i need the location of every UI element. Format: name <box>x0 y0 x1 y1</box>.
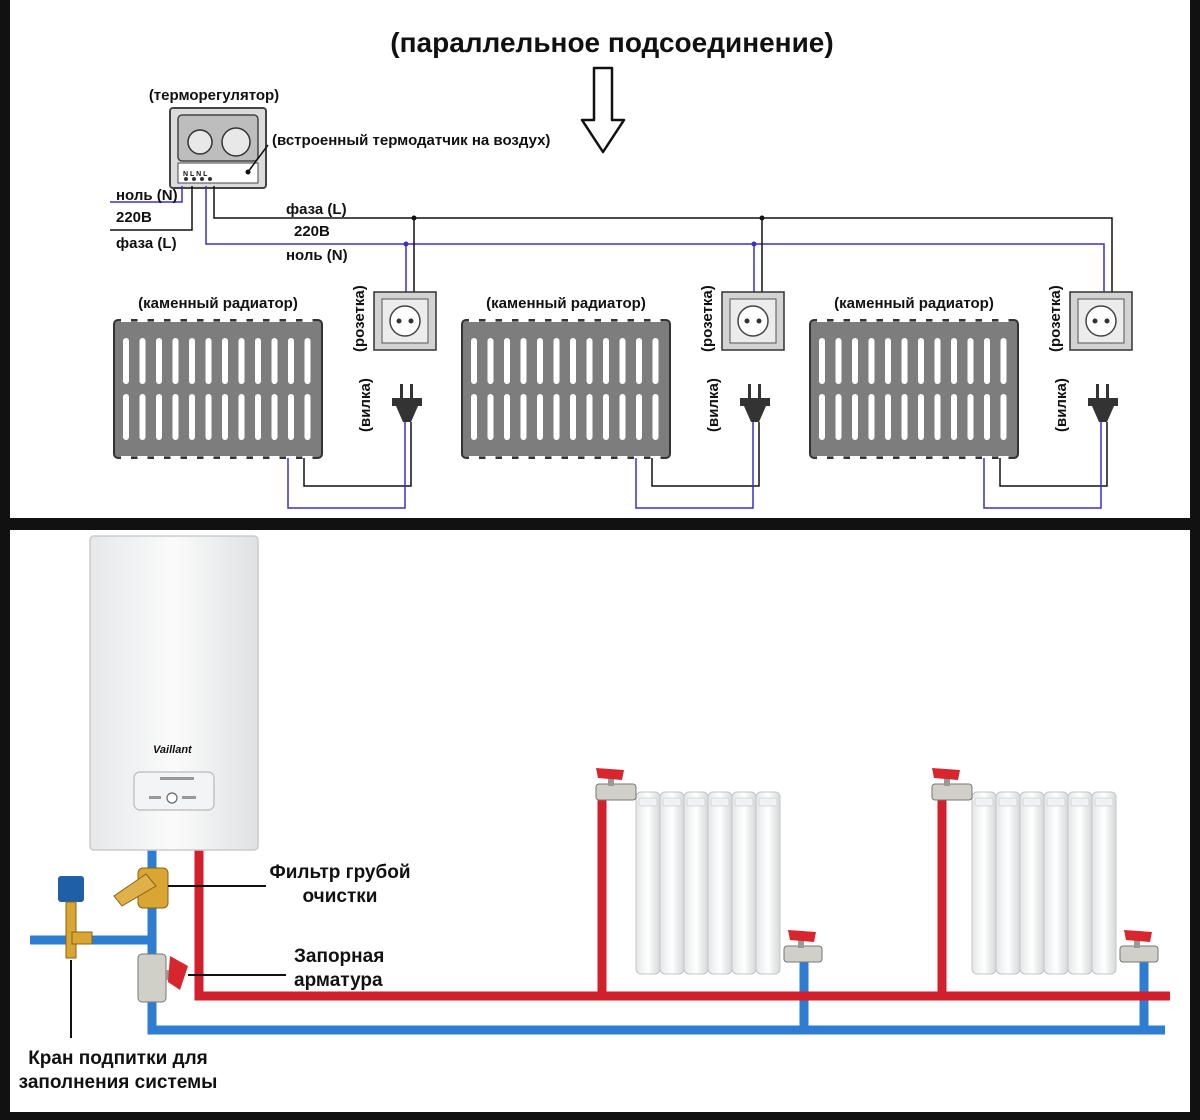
left-phase-label: фаза (L) <box>116 235 177 252</box>
power-plug-icon <box>1088 384 1118 422</box>
radiator-valve <box>595 768 637 801</box>
makeup-tap <box>58 876 93 959</box>
terminal-marks: N L N L <box>183 171 208 178</box>
electric-boiler: Vaillant <box>89 535 259 851</box>
radiator-label: (каменный радиатор) <box>138 295 298 312</box>
valve-label-line2: арматура <box>294 970 383 991</box>
socket-label: (розетка) <box>699 285 716 352</box>
return-pipe <box>147 848 1165 1035</box>
power-socket <box>721 291 785 351</box>
radiator-valve <box>783 930 823 963</box>
aluminium-radiator <box>931 768 1159 975</box>
heating-scheme: Vaillant Фильтр грубой очистки Запорная … <box>19 535 1170 1093</box>
heating-scheme-panel: Vaillant Фильтр грубой очистки Запорная … <box>10 530 1190 1112</box>
filter-label-line2: очистки <box>303 886 378 907</box>
electrical-scheme: (параллельное подсоединение) (терморегул… <box>110 27 1133 509</box>
sensor-label: (встроенный термодатчик на воздух) <box>272 132 550 149</box>
scheme-title: (параллельное подсоединение) <box>390 27 833 58</box>
makeup-label-line2: заполнения системы <box>19 1072 218 1093</box>
strainer-filter <box>113 867 169 909</box>
aluminium-radiator <box>595 768 823 975</box>
electrical-scheme-panel: (параллельное подсоединение) (терморегул… <box>10 0 1190 518</box>
radiator-label: (каменный радиатор) <box>834 295 994 312</box>
left-neutral-label: ноль (N) <box>116 187 178 204</box>
stone-radiator <box>113 318 323 460</box>
bus-voltage-label: 220В <box>294 223 330 240</box>
power-socket <box>1069 291 1133 351</box>
radiator-valve <box>1119 930 1159 963</box>
stone-radiator <box>461 318 671 460</box>
radiator-unit: (каменный радиатор) (розетка) (вилка) <box>113 285 437 509</box>
thermostat-knob-icon <box>221 127 251 157</box>
bus-neutral-label: ноль (N) <box>286 247 348 264</box>
thermostat-display-icon <box>187 129 213 155</box>
plug-label: (вилка) <box>357 378 374 432</box>
boiler-control-panel <box>133 771 215 811</box>
stone-radiator <box>809 318 1019 460</box>
socket-label: (розетка) <box>351 285 368 352</box>
left-voltage-label: 220В <box>116 209 152 226</box>
bus-phase-label: фаза (L) <box>286 201 347 218</box>
power-plug-icon <box>392 384 422 422</box>
supply-pipe <box>194 848 1170 1001</box>
radiator-unit: (каменный радиатор) (розетка) (вилка) <box>809 285 1133 509</box>
valve-label-line1: Запорная <box>294 946 384 967</box>
down-arrow-icon <box>580 66 626 154</box>
shutoff-valve <box>137 953 188 1003</box>
filter-label-line1: Фильтр грубой <box>269 862 410 883</box>
boiler-brand: Vaillant <box>153 744 193 756</box>
socket-label: (розетка) <box>1047 285 1064 352</box>
plug-label: (вилка) <box>705 378 722 432</box>
phase-bus <box>213 186 1113 292</box>
radiator-label: (каменный радиатор) <box>486 295 646 312</box>
power-socket <box>373 291 437 351</box>
plug-label: (вилка) <box>1053 378 1070 432</box>
thermostat: N L N L <box>169 107 267 189</box>
neutral-bus <box>205 186 1105 292</box>
boiler-dial-icon <box>166 792 178 804</box>
radiator-valve <box>931 768 973 801</box>
power-plug-icon <box>740 384 770 422</box>
makeup-label-line1: Кран подпитки для <box>28 1048 208 1069</box>
radiator-unit: (каменный радиатор) (розетка) (вилка) <box>461 285 785 509</box>
thermostat-label: (терморегулятор) <box>149 87 279 104</box>
